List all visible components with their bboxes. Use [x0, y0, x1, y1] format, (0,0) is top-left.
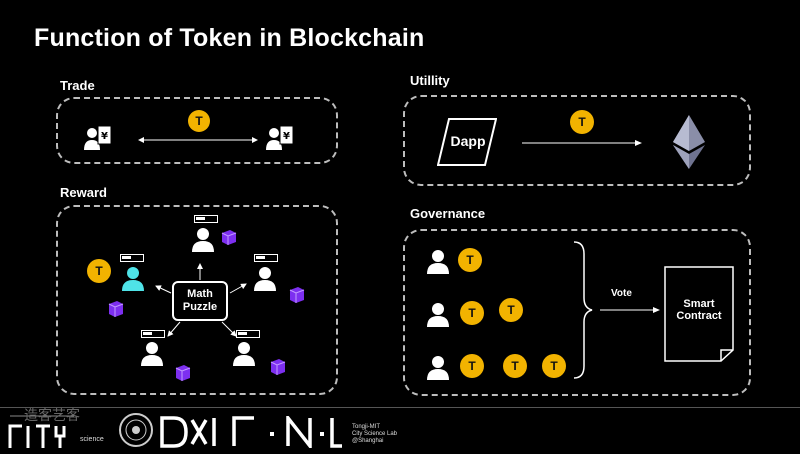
- gov-token-icon: T: [542, 354, 566, 378]
- voter-icon: [427, 250, 449, 274]
- progress-bar: [141, 330, 165, 338]
- reward-box: [56, 205, 338, 395]
- gov-token-icon: T: [503, 354, 527, 378]
- brace: [573, 241, 593, 379]
- person-icon: [254, 267, 276, 291]
- svg-text:¥: ¥: [283, 131, 290, 142]
- cube-icon: [289, 287, 305, 303]
- cube-icon: [270, 359, 286, 375]
- math-puzzle-box: Math Puzzle: [172, 281, 228, 321]
- gov-token-icon: T: [499, 298, 523, 322]
- progress-bar: [120, 254, 144, 262]
- reward-token-icon: T: [87, 259, 111, 283]
- smart-contract-document: [664, 266, 734, 362]
- science-text: science: [80, 436, 104, 443]
- city-science-logo: [8, 415, 74, 448]
- gov-token-icon: T: [460, 354, 484, 378]
- cube-icon: [108, 301, 124, 317]
- cube-icon: [175, 365, 191, 381]
- governance-box: [403, 229, 751, 396]
- reward-label: Reward: [60, 185, 107, 200]
- trade-token-icon: T: [188, 110, 210, 132]
- gov-token-icon: T: [458, 248, 482, 272]
- d-and-i-logo: [160, 416, 216, 448]
- gov-token-icon: T: [460, 301, 484, 325]
- vote-label: Vote: [611, 288, 632, 299]
- csl-logo: [232, 416, 342, 448]
- svg-text:¥: ¥: [101, 131, 108, 142]
- progress-bar: [194, 215, 218, 223]
- utility-arrow: [522, 140, 642, 146]
- tongji-seal-logo: [119, 413, 153, 447]
- puzzle-label: Puzzle: [182, 301, 218, 313]
- person-yuan-icon: ¥: [84, 125, 112, 150]
- utility-box: [403, 95, 751, 186]
- trade-label: Trade: [60, 78, 95, 93]
- person-yuan-icon: ¥: [266, 125, 294, 150]
- watermark-text: 造客艺客: [24, 407, 80, 423]
- dapp-label: Dapp: [450, 133, 486, 149]
- trade-double-arrow: [138, 137, 258, 143]
- progress-bar: [236, 330, 260, 338]
- progress-bar: [254, 254, 278, 262]
- slide-title: Function of Token in Blockchain: [34, 24, 425, 52]
- reward-arrows: [155, 263, 247, 337]
- person-icon: [141, 342, 163, 366]
- dapp-parallelogram: [437, 118, 497, 166]
- cube-icon: [221, 230, 237, 245]
- utility-token-icon: T: [570, 110, 594, 134]
- winner-person-icon: [122, 267, 144, 291]
- voter-icon: [427, 356, 449, 380]
- footer-divider: [0, 407, 800, 408]
- vote-arrow: [600, 307, 660, 313]
- math-label: Math: [187, 288, 213, 300]
- trade-box: [56, 97, 338, 164]
- ethereum-icon: [673, 115, 705, 169]
- lab-name: Tongji-MIT City Science Lab @Shanghai: [352, 424, 398, 444]
- utility-label: Utillity: [410, 73, 450, 88]
- person-icon: [233, 342, 255, 366]
- voter-icon: [427, 303, 449, 327]
- smart-contract-label: Smart Contract: [676, 298, 722, 322]
- governance-label: Governance: [410, 206, 486, 221]
- person-icon: [192, 228, 214, 252]
